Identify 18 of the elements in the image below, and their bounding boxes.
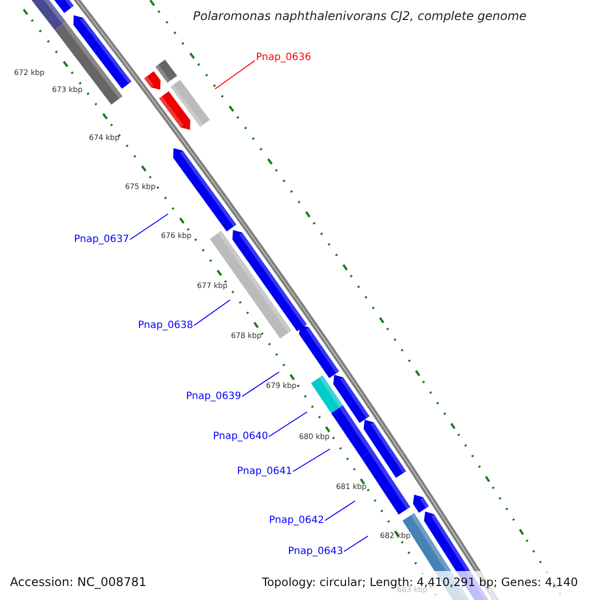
leader-line <box>268 412 308 437</box>
gene-label: Pnap_0642 <box>269 515 324 526</box>
leader-line <box>194 300 230 326</box>
leader-line <box>292 448 330 472</box>
gene-label: Pnap_0639 <box>186 391 242 402</box>
gene-label: Pnap_0638 <box>138 320 194 331</box>
gene-label: Pnap_0637 <box>74 234 130 245</box>
leader-line <box>130 214 168 240</box>
gene-label: Pnap_0643 <box>288 546 344 557</box>
gene-label: Pnap_0641 <box>237 466 292 477</box>
leader-line <box>324 500 356 521</box>
gene-label: Pnap_0640 <box>213 431 268 442</box>
leader-line <box>214 60 256 90</box>
gene-label: Pnap_0636 <box>256 52 312 63</box>
accession-text: Accession: NC_008781 <box>10 575 146 589</box>
map-title: Polaromonas naphthalenivorans CJ2, complete genome <box>193 9 527 23</box>
leader-line <box>344 536 368 552</box>
leader-line <box>242 372 280 397</box>
